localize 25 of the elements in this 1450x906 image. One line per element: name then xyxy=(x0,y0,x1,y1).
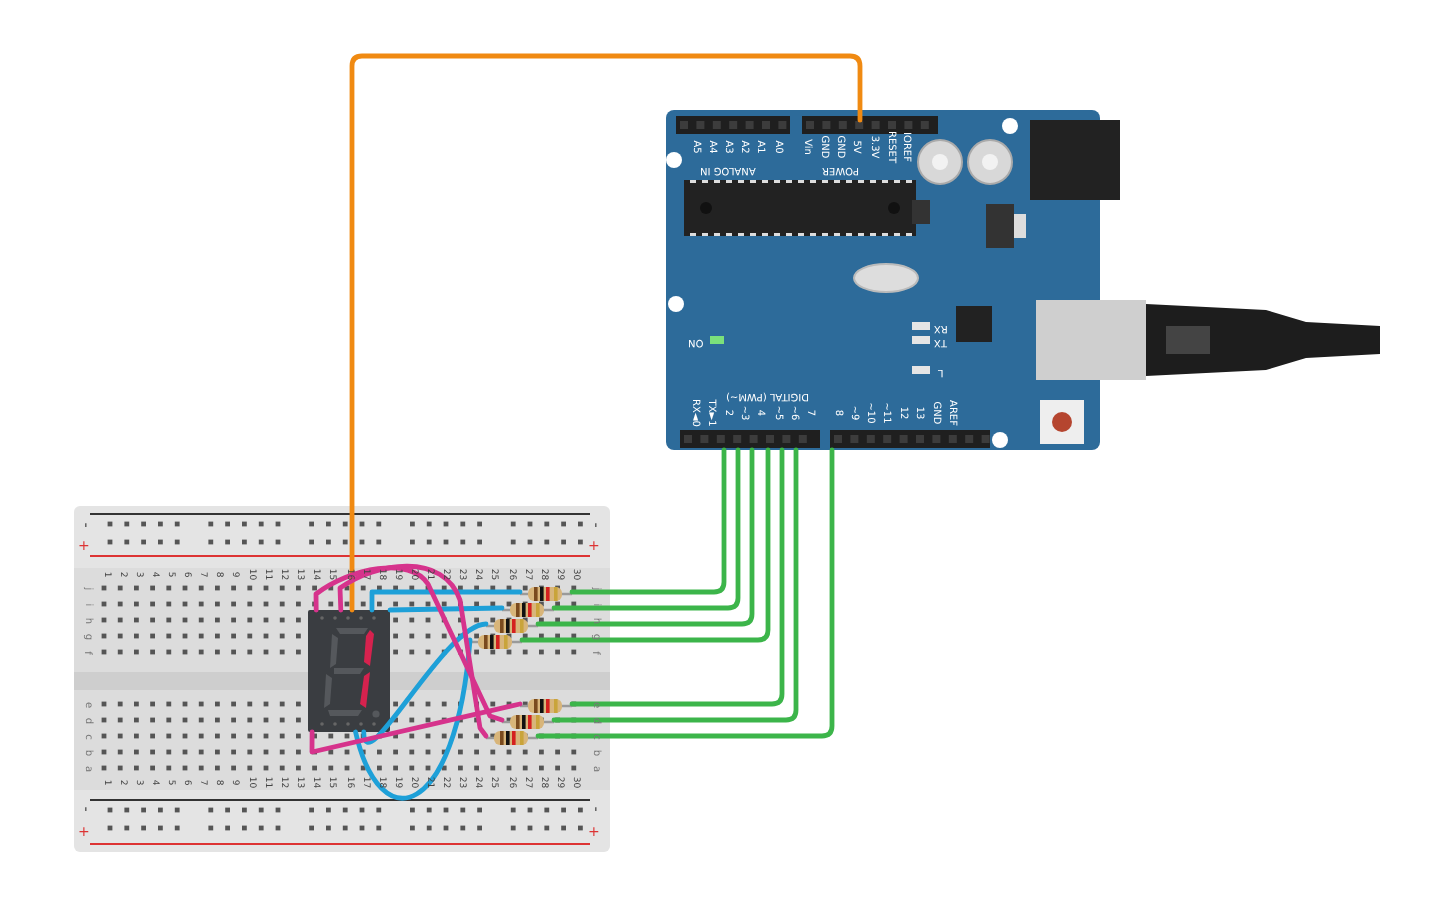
resistor-drawing xyxy=(502,714,554,726)
wire xyxy=(569,447,785,707)
wire xyxy=(313,565,505,723)
breadboard-drawing xyxy=(74,506,610,852)
seven-segment-display xyxy=(308,610,390,732)
resistor-drawing xyxy=(470,634,522,646)
resistor-drawing xyxy=(520,586,572,598)
arduino-board-drawing xyxy=(666,110,1380,450)
wire xyxy=(369,589,523,613)
wire xyxy=(535,447,835,739)
resistor-drawing xyxy=(502,602,554,614)
wire xyxy=(349,53,863,613)
wire xyxy=(353,637,473,801)
resistor-drawing xyxy=(486,730,538,742)
resistor-drawing xyxy=(520,698,572,710)
wire xyxy=(551,447,741,611)
wire xyxy=(519,447,771,643)
wire xyxy=(387,605,505,613)
resistor-drawing xyxy=(486,618,538,630)
wire xyxy=(551,447,799,723)
wire xyxy=(361,621,489,745)
wire xyxy=(569,447,727,595)
wire xyxy=(309,701,523,755)
wire xyxy=(535,447,755,627)
wire xyxy=(337,563,489,739)
